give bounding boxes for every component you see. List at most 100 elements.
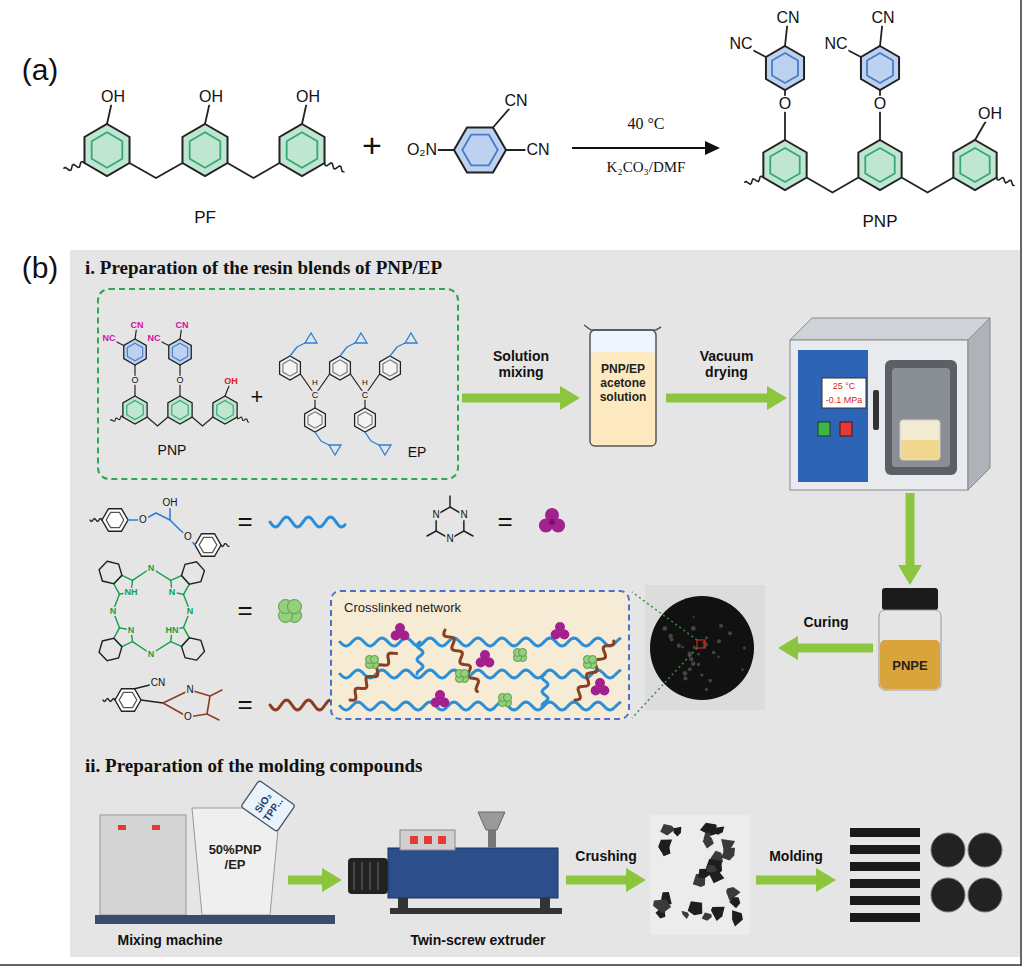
atom-label: NC bbox=[147, 334, 162, 343]
motor-fin bbox=[369, 862, 371, 890]
disk-speck bbox=[719, 624, 723, 628]
label-wrap: OH bbox=[162, 497, 179, 509]
atom-label: N bbox=[168, 588, 177, 597]
node-text-wrap: 50%PNP /EP bbox=[200, 843, 270, 873]
label-wrap: OH bbox=[198, 88, 224, 106]
granule bbox=[674, 827, 682, 837]
label-wrap: i. Preparation of the resin blends of PN… bbox=[85, 257, 442, 279]
jar-resin bbox=[880, 640, 940, 689]
ring-inner bbox=[119, 692, 137, 707]
benzene-ring bbox=[355, 408, 376, 432]
label-wrap: OH bbox=[295, 88, 321, 106]
ether-chain bbox=[340, 670, 620, 678]
zoom-line bbox=[632, 592, 697, 640]
chain-end bbox=[221, 544, 229, 547]
atom-label: N bbox=[109, 607, 118, 616]
benzo-ring bbox=[181, 638, 204, 660]
additive-beaker-glass bbox=[241, 780, 295, 831]
benzene-ring bbox=[763, 140, 806, 190]
zoom-marker bbox=[697, 640, 705, 648]
benzene-ring bbox=[213, 396, 237, 424]
label-wrap: Molding bbox=[769, 848, 823, 864]
disk-speck bbox=[693, 616, 695, 618]
compound-name: PNP bbox=[863, 212, 898, 232]
oven-top bbox=[790, 318, 990, 340]
chain-end bbox=[103, 699, 115, 702]
label-wrap: N bbox=[431, 509, 440, 521]
ring-inner bbox=[462, 135, 497, 166]
cured-sample-photo bbox=[632, 585, 765, 718]
oxazoline-chain bbox=[444, 630, 479, 691]
benzene-ring bbox=[280, 356, 301, 380]
photo-ground bbox=[650, 815, 750, 935]
benzene-ring bbox=[102, 509, 128, 532]
phthalocyanine-lobe bbox=[589, 655, 597, 663]
ring-inner bbox=[772, 53, 798, 83]
panel-b-ground bbox=[70, 250, 1020, 957]
triazine-lobe bbox=[439, 698, 449, 708]
triazine-lobe bbox=[551, 630, 561, 640]
label-wrap: NC bbox=[823, 35, 848, 53]
mixer-lamp bbox=[152, 825, 160, 830]
triazine-lobe bbox=[599, 686, 609, 696]
label-wrap: N bbox=[109, 606, 118, 616]
benzene-ring bbox=[380, 356, 401, 380]
node-text: 25 °C bbox=[833, 381, 856, 391]
specimen-disk bbox=[931, 878, 965, 912]
specimen-bar bbox=[850, 862, 920, 871]
label-wrap: CN bbox=[870, 9, 895, 27]
reaction-arrow-head bbox=[705, 141, 720, 155]
process-arrow-head bbox=[560, 386, 580, 410]
atom-label: N bbox=[185, 685, 194, 695]
benzene-ring bbox=[766, 46, 804, 90]
mixer-cabinet bbox=[100, 815, 186, 915]
granule bbox=[688, 901, 703, 915]
node-text-wrap: PNP/EP acetone solution bbox=[591, 363, 655, 404]
reaction-scheme bbox=[64, 18, 1014, 193]
epoxide-ring bbox=[329, 445, 341, 455]
label-wrap: N bbox=[147, 649, 156, 659]
mixer-lamp bbox=[118, 825, 126, 830]
granule bbox=[711, 907, 725, 921]
ether-chain bbox=[542, 674, 548, 706]
node-text-wrap: 25 °C bbox=[833, 381, 856, 391]
chain-end bbox=[325, 163, 344, 172]
granule bbox=[721, 839, 735, 854]
phthalocyanine-lobe bbox=[504, 693, 512, 701]
label-wrap: CN bbox=[775, 9, 800, 27]
node-text-wrap: Crosslinked network bbox=[344, 601, 461, 616]
label-wrap: HN bbox=[165, 625, 180, 635]
label-wrap: Crushing bbox=[575, 848, 636, 864]
node-text-wrap: PNP bbox=[158, 442, 187, 458]
atom-label: C bbox=[311, 391, 320, 400]
crushing-arrow bbox=[566, 868, 646, 892]
bond bbox=[141, 700, 163, 703]
process-arrow-line bbox=[666, 394, 769, 403]
window-glass bbox=[892, 368, 950, 467]
benzene-ring bbox=[861, 46, 899, 90]
node-text: Crosslinked network bbox=[344, 601, 461, 616]
atom-label: N bbox=[445, 534, 454, 544]
benzene-ring bbox=[305, 408, 326, 432]
epoxide-ring bbox=[305, 333, 317, 343]
frame-line bbox=[1020, 0, 1022, 966]
beaker-rim bbox=[584, 325, 661, 330]
ring-inner bbox=[867, 53, 893, 83]
label-wrap: OH bbox=[100, 88, 126, 106]
granule bbox=[703, 833, 710, 841]
atom-label: NC bbox=[823, 36, 848, 52]
reactant-group-box: PNP+EP bbox=[97, 288, 459, 480]
curing-arrow-head bbox=[778, 636, 798, 660]
label-wrap: O bbox=[138, 514, 148, 526]
ring-inner bbox=[127, 400, 143, 419]
inner-beaker bbox=[900, 420, 940, 460]
oxazoline-chain bbox=[575, 641, 614, 700]
door-handle bbox=[873, 390, 879, 430]
specimen-bar bbox=[850, 845, 920, 854]
crushing-arrow-head bbox=[626, 868, 646, 892]
disk-speck bbox=[697, 653, 700, 656]
symbol-text: = bbox=[237, 507, 252, 537]
atom-label: O bbox=[183, 532, 193, 542]
oven-drawing bbox=[790, 318, 990, 490]
